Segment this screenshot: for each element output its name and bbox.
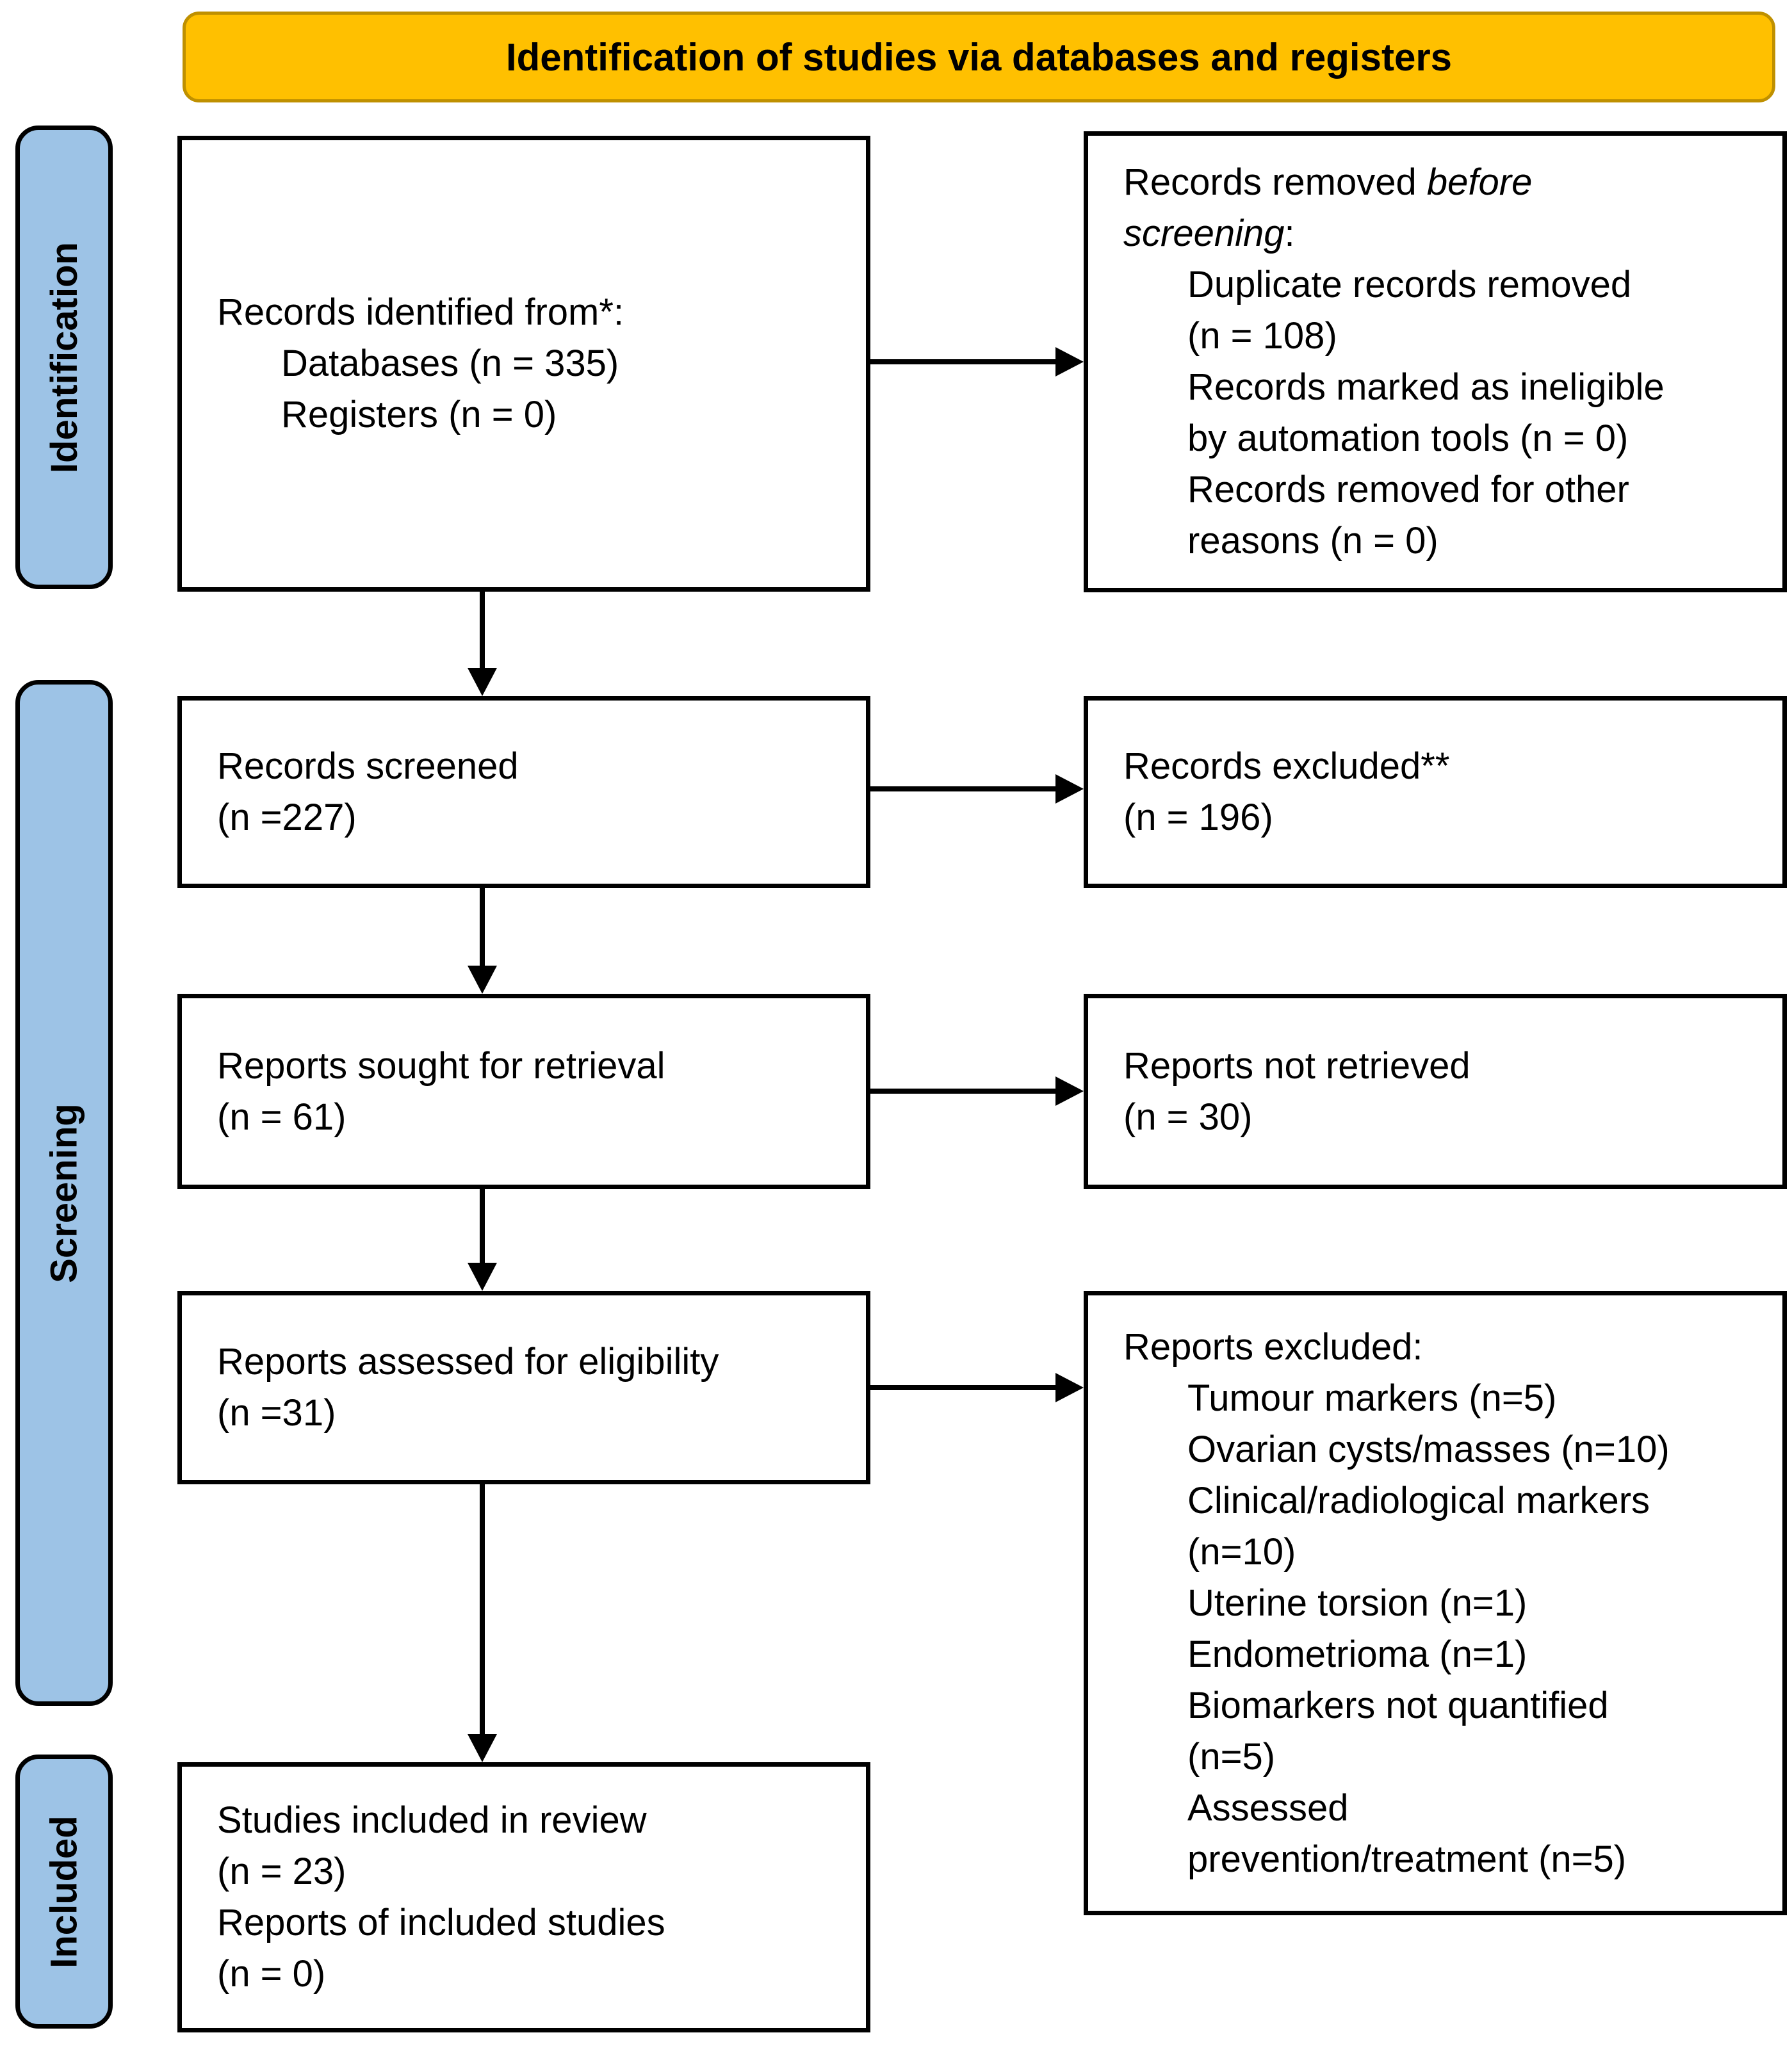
box-reports-assessed: Reports assessed for eligibility (n =31) [177,1291,870,1484]
records-excluded-line: Records excluded** [1123,745,1450,787]
records-screened-line: Records screened [217,745,519,787]
records-removed-heading-normal: Records removed [1123,161,1417,203]
records-removed-item: by automation tools (n = 0) [1187,417,1629,459]
arrow-assessed-to-reportsexcluded-line [870,1385,1057,1390]
arrow-sought-to-assessed-line [480,1189,485,1265]
box-reports-excluded: Reports excluded: Tumour markers (n=5) O… [1084,1291,1787,1915]
stage-label-screening-text: Screening [43,1103,85,1283]
reports-excluded-item: (n=5) [1187,1735,1276,1778]
box-records-excluded: Records excluded** (n = 196) [1084,696,1787,888]
arrow-right-icon [1055,1373,1084,1402]
records-removed-item: Duplicate records removed [1187,264,1632,305]
records-removed-heading-line-1: Records removed before [1123,157,1757,208]
records-removed-heading-line-2: screening: [1123,208,1757,259]
reports-excluded-item: Uterine torsion (n=1) [1187,1582,1527,1624]
reports-excluded-heading: Reports excluded: [1123,1325,1423,1368]
records-removed-heading-italic: screening [1123,213,1285,254]
reports-sought-line: Reports sought for retrieval [217,1044,665,1087]
records-removed-item: Records removed for other [1187,469,1629,510]
records-removed-item: (n = 108) [1187,315,1337,357]
studies-included-reports-count: (n = 0) [217,1953,326,1995]
arrow-down-icon [468,1263,497,1291]
reports-assessed-line: Reports assessed for eligibility [217,1341,719,1382]
reports-not-retrieved-line: Reports not retrieved [1123,1044,1470,1087]
records-removed-item: reasons (n = 0) [1187,520,1438,562]
reports-excluded-item: prevention/treatment (n=5) [1187,1838,1627,1880]
records-removed-heading-italic: before [1426,161,1533,203]
arrow-sought-to-notretrieved-line [870,1089,1057,1094]
reports-excluded-item: Assessed [1187,1787,1349,1829]
stage-label-identification: Identification [15,126,113,589]
reports-excluded-item: Clinical/radiological markers [1187,1479,1650,1521]
records-identified-item: Registers (n = 0) [281,394,557,435]
diagram-title: Identification of studies via databases … [505,35,1453,79]
box-studies-included: Studies included in review (n = 23) Repo… [177,1762,870,2032]
arrow-down-icon [468,966,497,994]
records-excluded-count: (n = 196) [1123,797,1273,838]
stage-label-identification-text: Identification [43,241,85,473]
reports-assessed-count: (n =31) [217,1392,336,1434]
arrow-screened-to-excluded-line [870,786,1057,791]
arrow-right-icon [1055,347,1084,377]
reports-excluded-item: Biomarkers not quantified [1187,1684,1609,1726]
records-screened-count: (n =227) [217,797,357,838]
records-removed-item: Records marked as ineligible [1187,366,1665,408]
reports-excluded-item: Tumour markers (n=5) [1187,1377,1557,1419]
box-records-removed: Records removed before screening: Duplic… [1084,131,1787,592]
studies-included-reports-line: Reports of included studies [217,1902,665,1943]
arrow-identified-to-screened-line [480,589,485,670]
studies-included-count: (n = 23) [217,1851,346,1892]
arrow-right-icon [1055,1076,1084,1106]
arrow-assessed-to-included-line [480,1484,485,1737]
reports-excluded-item: Ovarian cysts/masses (n=10) [1187,1428,1670,1470]
arrow-screened-to-sought-line [480,888,485,968]
stage-label-screening: Screening [15,680,113,1706]
studies-included-line: Studies included in review [217,1799,647,1841]
records-identified-item: Databases (n = 335) [281,343,619,384]
records-removed-heading-colon: : [1284,213,1295,254]
arrow-right-icon [1055,774,1084,804]
records-identified-heading: Records identified from*: [217,291,624,333]
box-reports-not-retrieved: Reports not retrieved (n = 30) [1084,994,1787,1189]
box-records-identified: Records identified from*: Databases (n =… [177,136,870,592]
box-records-screened: Records screened (n =227) [177,696,870,888]
title-banner: Identification of studies via databases … [183,12,1775,102]
box-reports-sought: Reports sought for retrieval (n = 61) [177,994,870,1189]
reports-excluded-item: (n=10) [1187,1530,1296,1573]
arrow-down-icon [468,1734,497,1762]
stage-label-included-text: Included [43,1815,85,1968]
reports-excluded-item: Endometrioma (n=1) [1187,1633,1527,1675]
arrow-down-icon [468,668,497,696]
reports-not-retrieved-count: (n = 30) [1123,1096,1253,1138]
reports-sought-count: (n = 61) [217,1096,346,1138]
stage-label-included: Included [15,1755,113,2029]
arrow-identified-to-removed-line [870,359,1057,364]
